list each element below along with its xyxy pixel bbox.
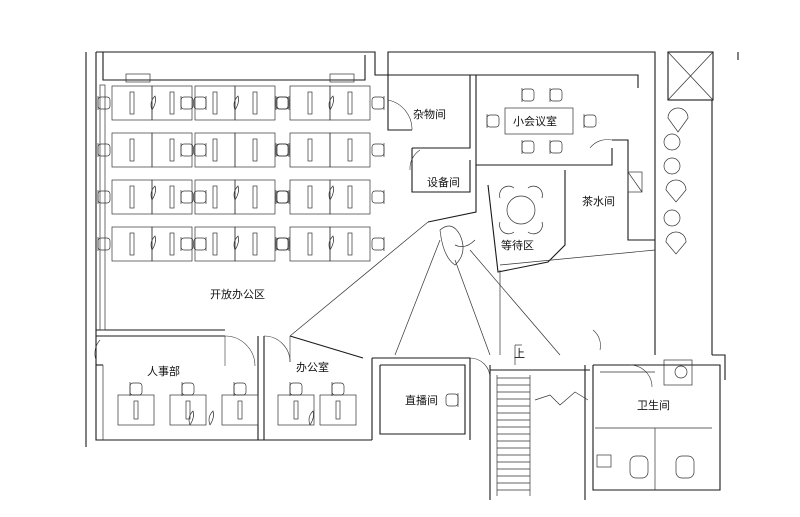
chair bbox=[180, 143, 194, 157]
toilets bbox=[629, 455, 695, 479]
desk bbox=[151, 179, 193, 215]
waiting-table bbox=[439, 185, 543, 266]
plant bbox=[308, 410, 314, 426]
desk bbox=[329, 179, 371, 215]
desk bbox=[194, 179, 236, 215]
desk bbox=[234, 85, 276, 121]
chair bbox=[193, 190, 207, 204]
plant bbox=[328, 235, 334, 251]
chair bbox=[275, 190, 289, 204]
chair bbox=[180, 237, 194, 251]
chair bbox=[97, 143, 111, 157]
reception-sight-lines bbox=[289, 221, 656, 356]
desk bbox=[117, 394, 155, 426]
chair bbox=[180, 190, 194, 204]
desk bbox=[234, 179, 276, 215]
desk bbox=[277, 394, 315, 426]
label-restroom: 卫生间 bbox=[637, 398, 670, 412]
chair bbox=[180, 96, 194, 110]
chair bbox=[97, 190, 111, 204]
chair bbox=[331, 382, 345, 396]
desk bbox=[111, 85, 153, 121]
desk bbox=[319, 394, 357, 426]
label-tea: 茶水间 bbox=[582, 195, 615, 208]
exterior-walls bbox=[85, 51, 739, 447]
plant bbox=[233, 235, 239, 251]
chair bbox=[193, 96, 207, 110]
chair bbox=[445, 393, 459, 407]
desk bbox=[329, 226, 371, 262]
stair-arrow bbox=[514, 344, 589, 406]
desk bbox=[329, 85, 371, 121]
desk bbox=[221, 394, 259, 426]
meeting-table bbox=[504, 107, 574, 135]
chair bbox=[486, 114, 500, 128]
label-waiting: 等待区 bbox=[501, 238, 534, 252]
label-storage: 杂物间 bbox=[413, 107, 446, 121]
stairs bbox=[497, 377, 530, 491]
desk bbox=[234, 132, 276, 168]
chair bbox=[549, 140, 563, 154]
chair bbox=[371, 96, 385, 110]
chair bbox=[371, 237, 385, 251]
label-meeting: 小会议室 bbox=[513, 114, 557, 128]
chair bbox=[583, 114, 597, 128]
desk bbox=[111, 226, 153, 262]
plant bbox=[233, 185, 239, 201]
desk bbox=[329, 132, 371, 168]
chair bbox=[97, 237, 111, 251]
chair bbox=[371, 143, 385, 157]
label-broadcast: 直播间 bbox=[405, 393, 438, 407]
desk bbox=[234, 226, 276, 262]
chair bbox=[549, 88, 563, 102]
chair bbox=[275, 143, 289, 157]
chair bbox=[233, 382, 247, 396]
plant bbox=[188, 410, 194, 426]
label-equipment: 设备间 bbox=[427, 175, 460, 189]
label-hr: 人事部 bbox=[147, 364, 180, 378]
chair bbox=[97, 96, 111, 110]
desk bbox=[151, 85, 193, 121]
chair bbox=[181, 382, 195, 396]
chair bbox=[521, 140, 535, 154]
desk bbox=[194, 226, 236, 262]
doors bbox=[94, 99, 653, 388]
plant bbox=[208, 410, 214, 426]
label-stair-up: 上 bbox=[514, 347, 525, 360]
plant bbox=[150, 95, 156, 111]
chair bbox=[193, 237, 207, 251]
tea-room-seats bbox=[663, 107, 689, 255]
chair bbox=[275, 96, 289, 110]
plant bbox=[328, 185, 334, 201]
label-office: 办公室 bbox=[296, 360, 329, 374]
chair bbox=[129, 382, 143, 396]
plant bbox=[328, 95, 334, 111]
plant bbox=[233, 95, 239, 111]
plant bbox=[150, 235, 156, 251]
wall-tags bbox=[99, 73, 355, 331]
desk bbox=[169, 394, 207, 426]
desk bbox=[289, 85, 331, 121]
desk bbox=[151, 132, 193, 168]
desk bbox=[289, 226, 331, 262]
desk bbox=[289, 132, 331, 168]
chair bbox=[275, 237, 289, 251]
furniture bbox=[97, 85, 597, 426]
label-open-office: 开放办公区 bbox=[210, 287, 265, 301]
desk bbox=[151, 226, 193, 262]
chair bbox=[193, 143, 207, 157]
plant bbox=[150, 185, 156, 201]
desk bbox=[289, 179, 331, 215]
chair bbox=[371, 190, 385, 204]
desk bbox=[111, 179, 153, 215]
desk bbox=[111, 132, 153, 168]
desk bbox=[194, 85, 236, 121]
chair bbox=[521, 88, 535, 102]
chair bbox=[289, 382, 303, 396]
interior-partitions bbox=[372, 75, 721, 500]
desk bbox=[194, 132, 236, 168]
